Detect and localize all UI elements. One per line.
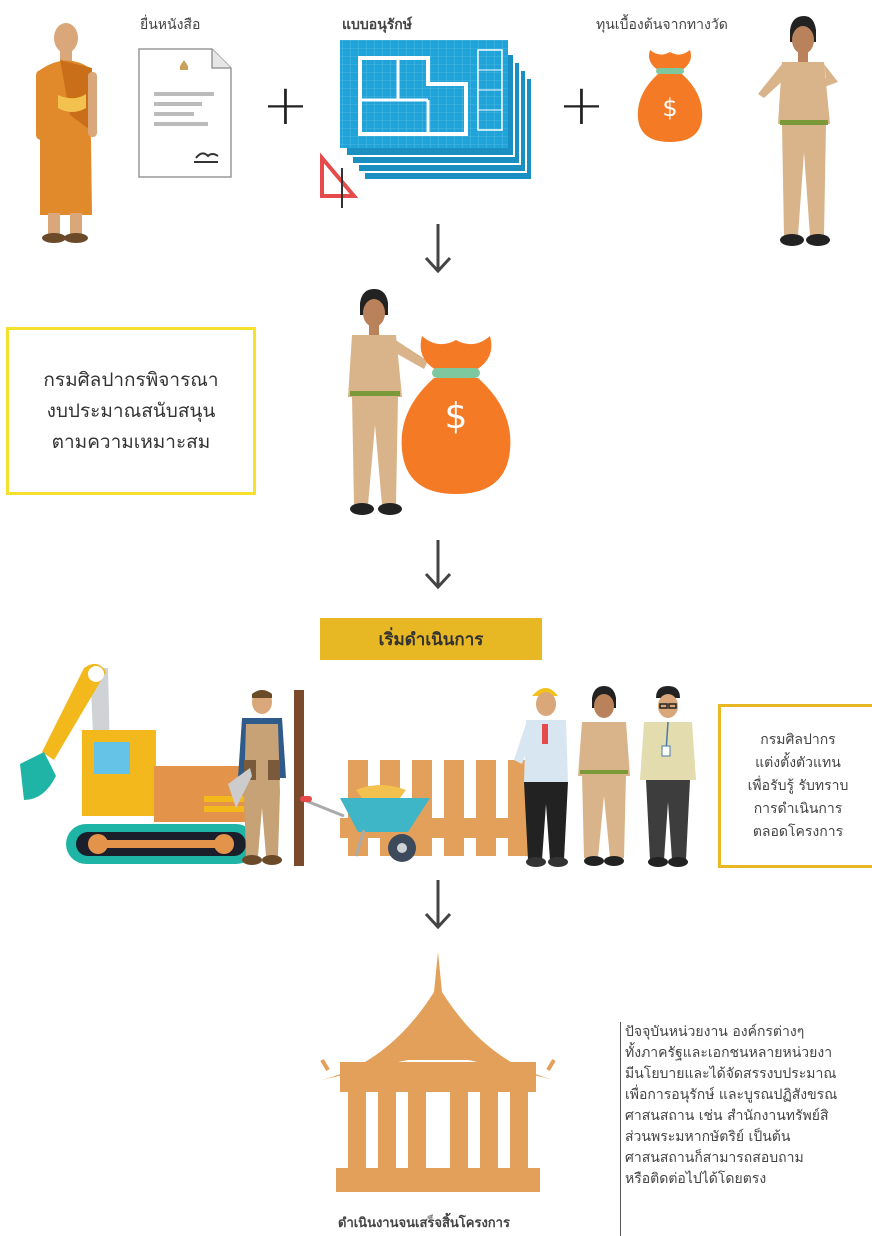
consider-line: กรมศิลปากรพิจารณา <box>43 368 219 391</box>
wheelbarrow-icon <box>300 785 430 862</box>
official-figure <box>578 686 630 866</box>
official-figure <box>348 289 428 515</box>
money-bag-icon: $ <box>637 50 703 142</box>
rep-line: แต่งตั้งตัวแทน <box>755 754 841 771</box>
rep-line: การดำเนินการ <box>753 800 843 817</box>
consider-line: งบประมาณสนับสนุน <box>46 399 216 422</box>
note-line: หรือติดต่อไปได้โดยตรง <box>625 1171 767 1187</box>
excavator-icon <box>20 663 256 864</box>
blueprint-label: แบบอนุรักษ์ <box>342 17 412 33</box>
note-line: ส่วนพระมหากษัตริย์ เป็นต้น <box>625 1129 791 1145</box>
monk-figure <box>36 23 97 243</box>
info-note: ปัจจุบันหน่วยงาน องค์กรต่างๆ ทั้งภาครัฐแ… <box>620 1022 872 1236</box>
dollar-sign: $ <box>662 94 677 122</box>
representative-box: กรมศิลปากร แต่งตั้งตัวแทน เพื่อรับรู้ รั… <box>718 704 872 868</box>
down-arrow-icon <box>424 540 452 590</box>
dollar-sign: $ <box>445 396 468 437</box>
start-banner: เริ่มดำเนินการ <box>320 618 542 660</box>
fine-arts-consider-box: กรมศิลปากรพิจารณา งบประมาณสนับสนุน ตามคว… <box>6 327 256 495</box>
rep-line: กรมศิลปากร <box>760 731 836 748</box>
engineer-figure <box>514 688 568 867</box>
fund-label: ทุนเบื้องต้นจากทางวัด <box>596 17 728 33</box>
rep-line: ตลอดโครงการ <box>752 823 844 840</box>
official-figure <box>758 16 838 246</box>
note-line: ศาสนสถาน เช่น สำนักงานทรัพย์สิ <box>625 1108 829 1124</box>
rep-line: เพื่อรับรู้ รับทราบ <box>747 777 849 794</box>
consider-line: ตามความเหมาะสม <box>51 430 211 453</box>
note-line: ทั้งภาครัฐและเอกชนหลายหน่วยงา <box>625 1045 833 1061</box>
letter-label: ยื่นหนังสือ <box>140 17 201 33</box>
money-bag-icon: $ <box>401 336 511 494</box>
note-line: ศาสนสถานก็สามารถสอบถาม <box>625 1150 804 1166</box>
worker-figure <box>228 690 304 866</box>
plus-icon: + <box>262 73 309 138</box>
temple-icon <box>320 952 556 1192</box>
note-line: ปัจจุบันหน่วยงาน องค์กรต่างๆ <box>625 1024 805 1040</box>
down-arrow-icon <box>424 880 452 930</box>
plus-icon: + <box>558 73 605 138</box>
down-arrow-icon <box>424 224 452 274</box>
note-line: เพื่อการอนุรักษ์ และบูรณปฏิสังขรณ <box>625 1087 838 1103</box>
document-icon <box>138 48 232 178</box>
completion-caption: ดำเนินงานจนเสร็จสิ้นโครงการ <box>338 1216 510 1231</box>
note-line: มีนโยบายและได้จัดสรรงบประมาณ <box>625 1066 837 1082</box>
blueprint-icon <box>320 40 533 208</box>
officer-figure <box>640 686 696 867</box>
